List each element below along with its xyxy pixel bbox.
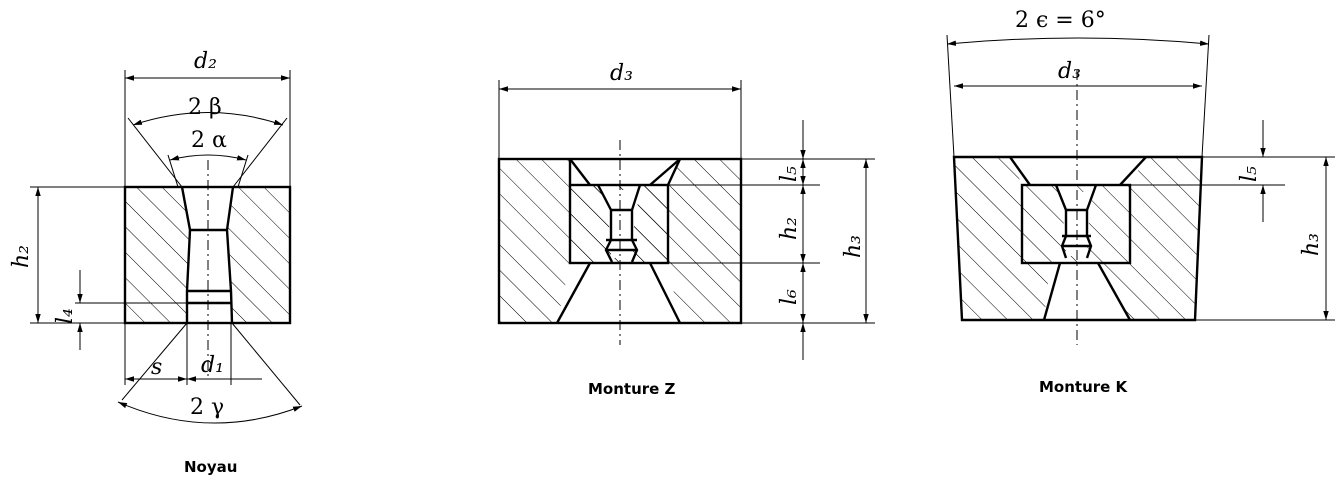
- monture-z-l5-label: l₅: [777, 166, 802, 182]
- noyau-d1-label: d₁: [201, 353, 224, 378]
- monture-k-l5-label: l₅: [1237, 166, 1262, 182]
- monture-z-insert: [568, 183, 670, 265]
- monture-k-h3-label: h₃: [1299, 233, 1324, 256]
- monture-z-caption: Monture Z: [588, 380, 676, 398]
- noyau-hatch-left: [125, 187, 190, 323]
- noyau-h2-label: h₂: [9, 245, 34, 268]
- noyau-2gamma-label: 2 γ: [190, 395, 224, 420]
- monture-z-d3-label: d₃: [610, 61, 633, 86]
- noyau-hatch-right: [227, 187, 290, 323]
- noyau-bore-left: [180, 186, 192, 323]
- monture-z-view: d₃ l₅ h₂ l₆ h₃ Monture Z: [497, 61, 875, 398]
- noyau-caption: Noyau: [184, 458, 237, 476]
- noyau-d2-label: d₂: [194, 49, 217, 74]
- noyau-l4-label: l₄: [53, 308, 78, 324]
- noyau-view: d₂ 2 β 2 α h₂ l₄ s d₁ 2 γ Noyau: [9, 49, 303, 476]
- monture-z-h3-label: h₃: [841, 235, 866, 258]
- monture-z-h2-label: h₂: [777, 217, 802, 240]
- noyau-2alpha-label: 2 α: [191, 128, 227, 153]
- noyau-2gamma-arc: [117, 401, 303, 424]
- monture-z-l6-label: l₆: [777, 289, 802, 305]
- monture-k-insert: [1020, 183, 1132, 265]
- monture-k-view: 2 ϵ = 6° d₃ l₅ h₃ Monture K: [946, 8, 1335, 396]
- noyau-bore-right: [225, 186, 235, 324]
- noyau-2beta-label: 2 β: [188, 95, 222, 120]
- noyau-2alpha-arc: [169, 154, 247, 161]
- noyau-s-label: s: [151, 355, 162, 380]
- noyau-2beta-arc: [132, 112, 284, 126]
- monture-k-2epsilon-arc: [946, 37, 1210, 46]
- monture-k-d3-label: d₃: [1058, 59, 1081, 84]
- monture-k-2epsilon-label: 2 ϵ = 6°: [1015, 8, 1106, 33]
- monture-k-caption: Monture K: [1039, 378, 1129, 396]
